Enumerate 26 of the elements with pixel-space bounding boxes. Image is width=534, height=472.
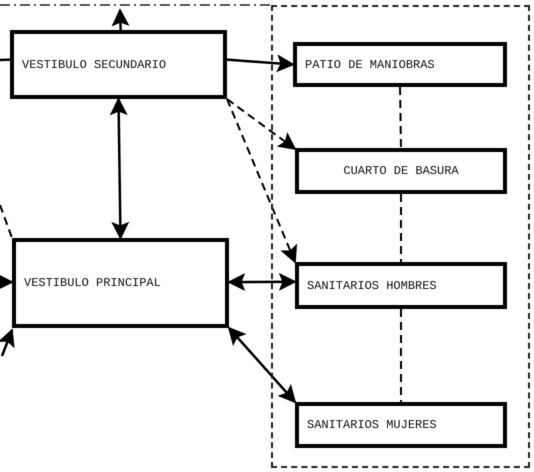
room-box [295,262,507,309]
room-box [295,402,507,448]
arrow [110,97,130,240]
room-label: SANITARIOS MUJERES [307,418,437,432]
room-label: CUARTO DE BASURA [343,164,459,178]
room-box [12,238,229,328]
room-label: PATIO DE MANIOBRAS [305,58,435,72]
room-box [295,148,507,194]
room-label: VESTIBULO PRINCIPAL [24,276,161,290]
dashed-connector [226,98,298,264]
arrow [227,272,297,291]
dashed-connector [0,204,13,238]
arrow [112,8,130,30]
dashed-connector [226,98,296,150]
dashed-connector [400,194,402,262]
room-label: SANITARIOS HOMBRES [307,278,437,292]
room-box [10,30,227,99]
arrow [226,54,295,72]
arrow [0,273,14,291]
dashed-connector [400,309,402,402]
zone-frame [271,5,530,468]
arrow [228,326,296,404]
room-box [293,42,507,87]
dashed-connector [399,86,402,148]
arrow [0,328,15,356]
room-label: VESTIBULO SECUNDARIO [22,58,166,72]
